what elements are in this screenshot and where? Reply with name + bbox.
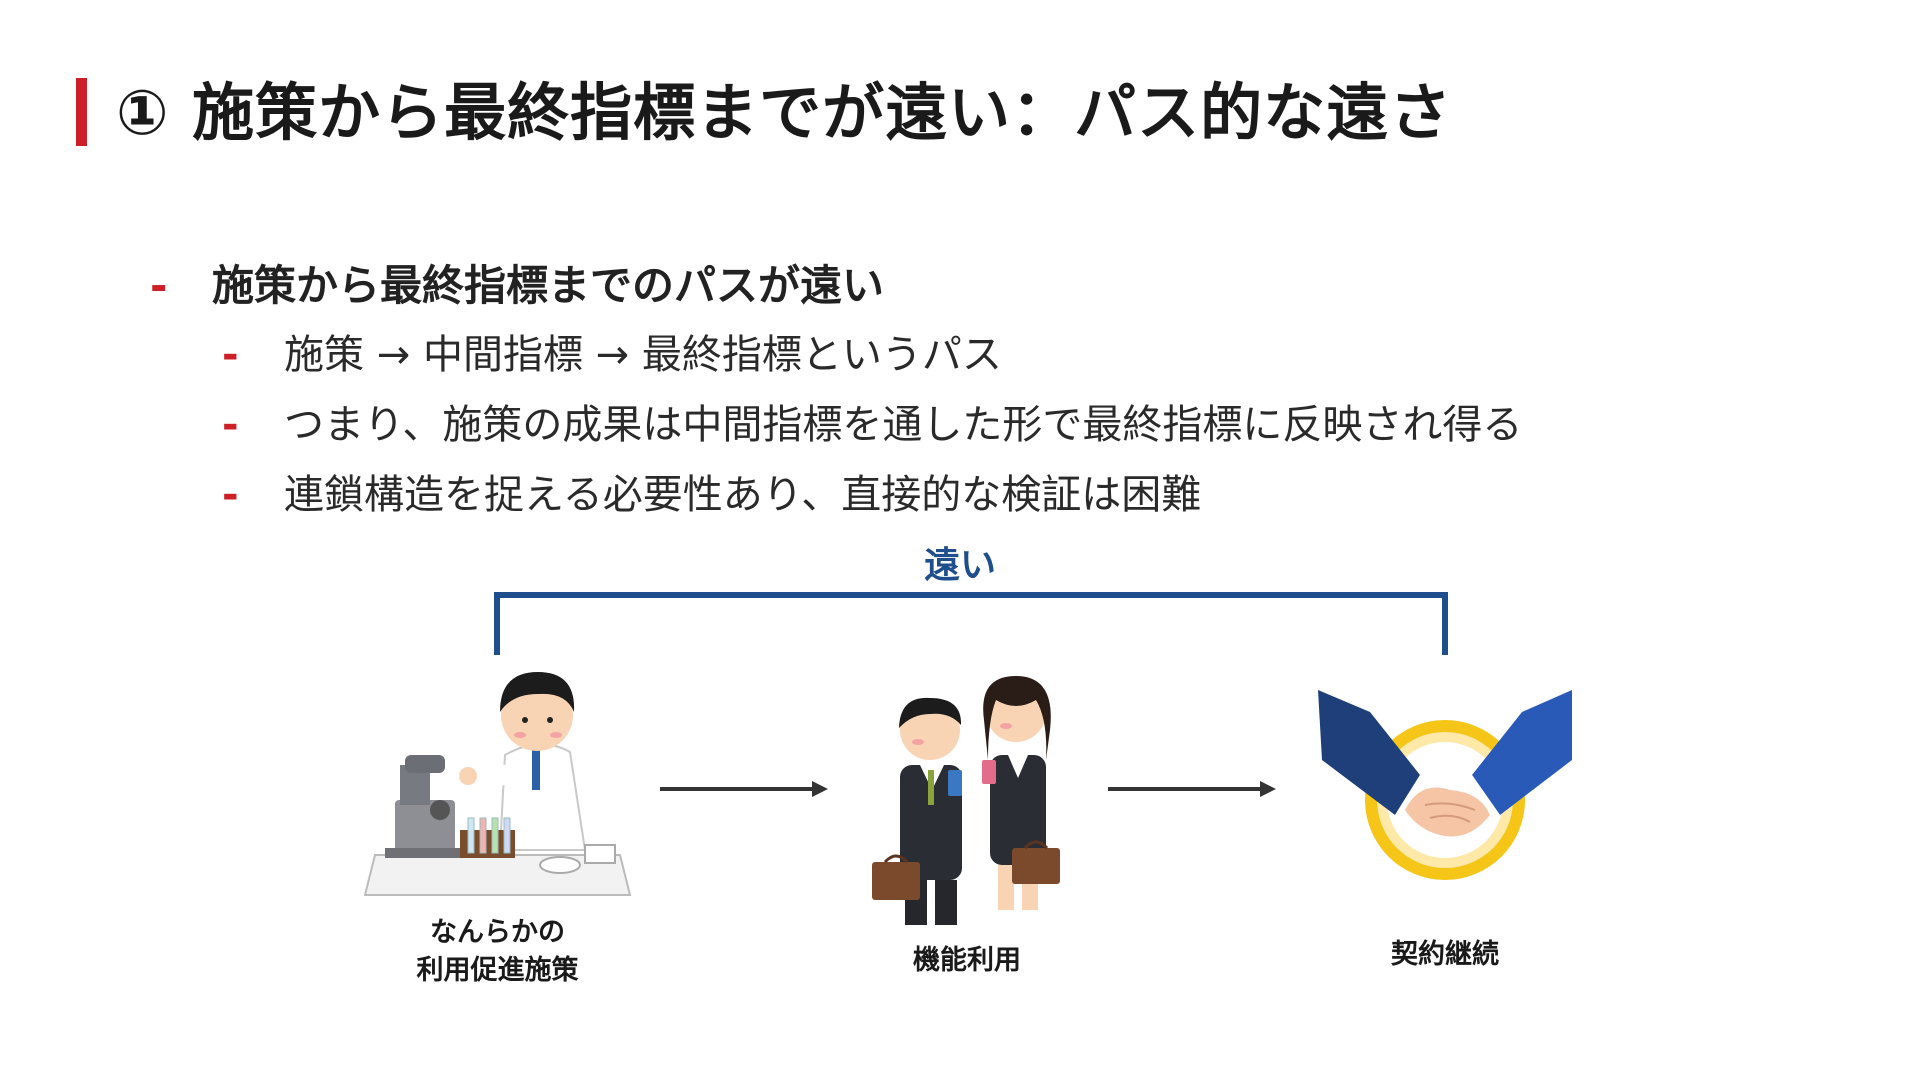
bullet-dash: - bbox=[150, 261, 168, 310]
distance-bracket bbox=[494, 592, 1448, 655]
bullet-sub-2: -つまり、施策の成果は中間指標を通した形で最終指標に反映され得る bbox=[222, 392, 1522, 450]
bullet-dash: - bbox=[222, 332, 239, 378]
scientist-microscope-icon bbox=[363, 672, 632, 896]
step-caption-line: 利用促進施策 bbox=[416, 955, 579, 986]
handshake-icon bbox=[1318, 690, 1572, 880]
bullet-dash: - bbox=[222, 402, 239, 448]
bullet-main-text: 施策から最終指標までのパスが遠い bbox=[212, 261, 885, 310]
bullet-main: -施策から最終指標までのパスが遠い bbox=[150, 252, 884, 313]
step-caption-contract-renewal: 契約継続 bbox=[1391, 939, 1499, 970]
bullet-dash: - bbox=[222, 472, 239, 518]
page-title: ① 施策から最終指標までが遠い：パス的な遠さ bbox=[116, 76, 1453, 149]
business-people-phone-icon bbox=[872, 676, 1060, 925]
bullet-sub-text: つまり、施策の成果は中間指標を通した形で最終指標に反映され得る bbox=[284, 402, 1523, 448]
step-caption-feature-use: 機能利用 bbox=[913, 945, 1021, 976]
arrow-right-icon bbox=[1108, 781, 1276, 797]
step-caption-line: なんらかの bbox=[430, 917, 565, 948]
bullet-sub-text: 連鎖構造を捉える必要性あり、直接的な検証は困難 bbox=[284, 472, 1202, 518]
step-caption-policy: なんらかの 利用促進施策 bbox=[400, 914, 595, 990]
title-accent-bar bbox=[76, 78, 87, 146]
bullet-sub-1: -施策 → 中間指標 → 最終指標というパス bbox=[222, 322, 1002, 380]
bullet-sub-3: -連鎖構造を捉える必要性あり、直接的な検証は困難 bbox=[222, 462, 1201, 520]
bracket-label: 遠い bbox=[924, 545, 997, 586]
arrow-right-icon bbox=[660, 781, 828, 797]
bullet-sub-text: 施策 → 中間指標 → 最終指標というパス bbox=[284, 332, 1002, 378]
